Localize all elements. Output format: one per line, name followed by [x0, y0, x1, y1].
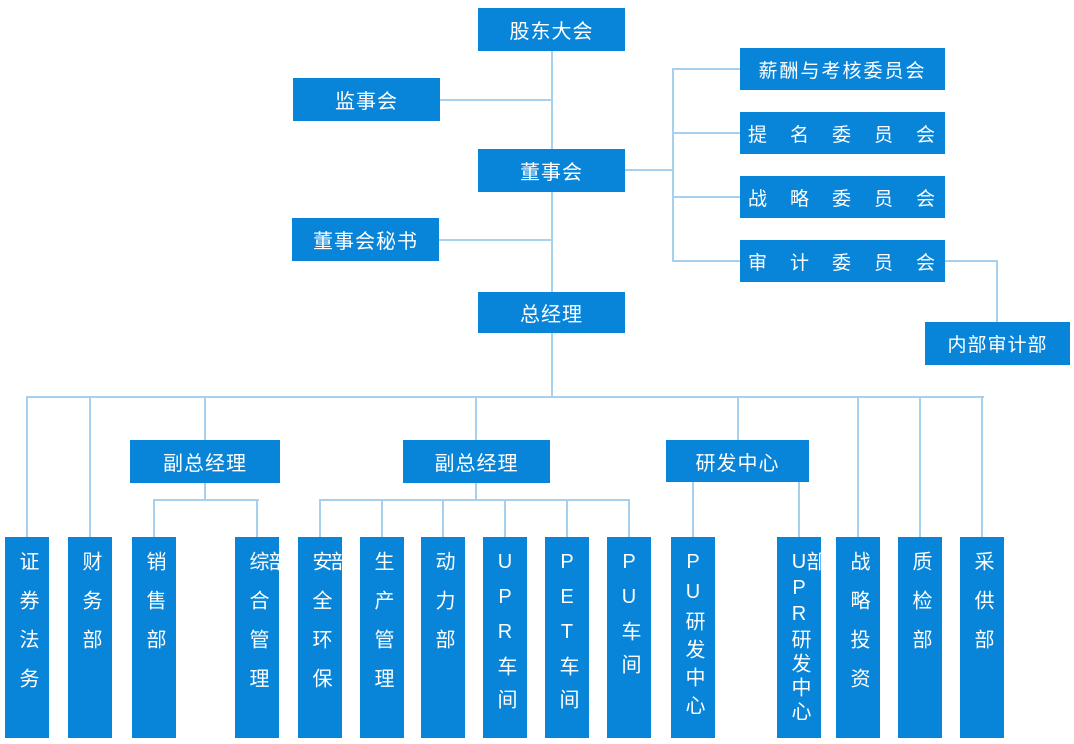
- node-power-dept: 动力部: [421, 537, 465, 738]
- connector-line: [381, 501, 383, 537]
- node-deputy-gm-1: 副总经理: [130, 440, 280, 483]
- connector-line: [674, 196, 740, 198]
- connector-line: [319, 499, 630, 501]
- node-sales-dept: 销售部: [132, 537, 176, 738]
- connector-line: [857, 397, 859, 537]
- node-board-of-directors: 董事会: [478, 149, 625, 192]
- connector-line: [256, 501, 258, 537]
- node-securities-legal-dept: 证券法务部: [5, 537, 49, 738]
- node-supervisory-board: 监事会: [293, 78, 440, 121]
- connector-line: [551, 333, 553, 397]
- node-safety-env-dept: 安全环保部: [265, 537, 342, 738]
- node-upr-workshop: UPR车间: [483, 537, 527, 738]
- connector-line: [504, 501, 506, 537]
- connector-line: [628, 501, 630, 537]
- connector-line: [204, 483, 206, 501]
- connector-line: [551, 51, 553, 149]
- connector-line: [625, 169, 673, 171]
- connector-line: [439, 239, 552, 241]
- connector-line: [674, 132, 740, 134]
- connector-line: [672, 68, 674, 262]
- connector-line: [153, 501, 155, 537]
- node-remuneration-committee: 薪酬与考核委员会: [740, 48, 945, 90]
- node-strategic-investment-dept: 战略投资部: [803, 537, 880, 738]
- connector-line: [442, 501, 444, 537]
- node-pet-workshop: PET车间: [545, 537, 589, 738]
- node-pu-rd-center: PU研发中心: [671, 537, 715, 738]
- connector-line: [674, 68, 740, 70]
- node-shareholders-meeting: 股东大会: [478, 8, 625, 51]
- node-quality-inspection-dept: 质检部: [898, 537, 942, 738]
- connector-line: [319, 501, 321, 537]
- node-strategy-committee: 战 略 委 员 会: [740, 176, 945, 218]
- connector-line: [26, 397, 28, 537]
- connector-line: [440, 99, 552, 101]
- connector-line: [204, 397, 206, 440]
- connector-line: [981, 397, 983, 537]
- connector-line: [919, 397, 921, 537]
- connector-line: [566, 501, 568, 537]
- connector-line: [945, 260, 998, 262]
- connector-line: [475, 483, 477, 501]
- connector-line: [153, 499, 259, 501]
- connector-line: [551, 192, 553, 292]
- node-finance-dept: 财务部: [68, 537, 112, 738]
- connector-line: [26, 396, 984, 398]
- node-audit-committee: 审 计 委 员 会: [740, 240, 945, 282]
- connector-line: [692, 482, 694, 537]
- connector-line: [798, 482, 800, 537]
- node-general-manager: 总经理: [478, 292, 625, 333]
- node-internal-audit-dept: 内部审计部: [925, 322, 1070, 365]
- node-deputy-gm-2: 副总经理: [403, 440, 550, 483]
- node-purchasing-supply-dept: 采供部: [960, 537, 1004, 738]
- connector-line: [737, 397, 739, 440]
- node-rd-center: 研发中心: [666, 440, 809, 482]
- connector-line: [89, 397, 91, 537]
- node-nomination-committee: 提 名 委 员 会: [740, 112, 945, 154]
- node-board-secretary: 董事会秘书: [292, 218, 439, 261]
- node-pu-workshop: PU车间: [607, 537, 651, 738]
- connector-line: [475, 397, 477, 440]
- connector-line: [674, 260, 740, 262]
- connector-line: [996, 260, 998, 322]
- node-general-mgmt-dept: 综合管理部: [202, 537, 279, 738]
- node-upr-rd-center: UPR研发中心: [777, 537, 821, 738]
- node-production-mgmt-dept: 生产管理部: [327, 537, 404, 738]
